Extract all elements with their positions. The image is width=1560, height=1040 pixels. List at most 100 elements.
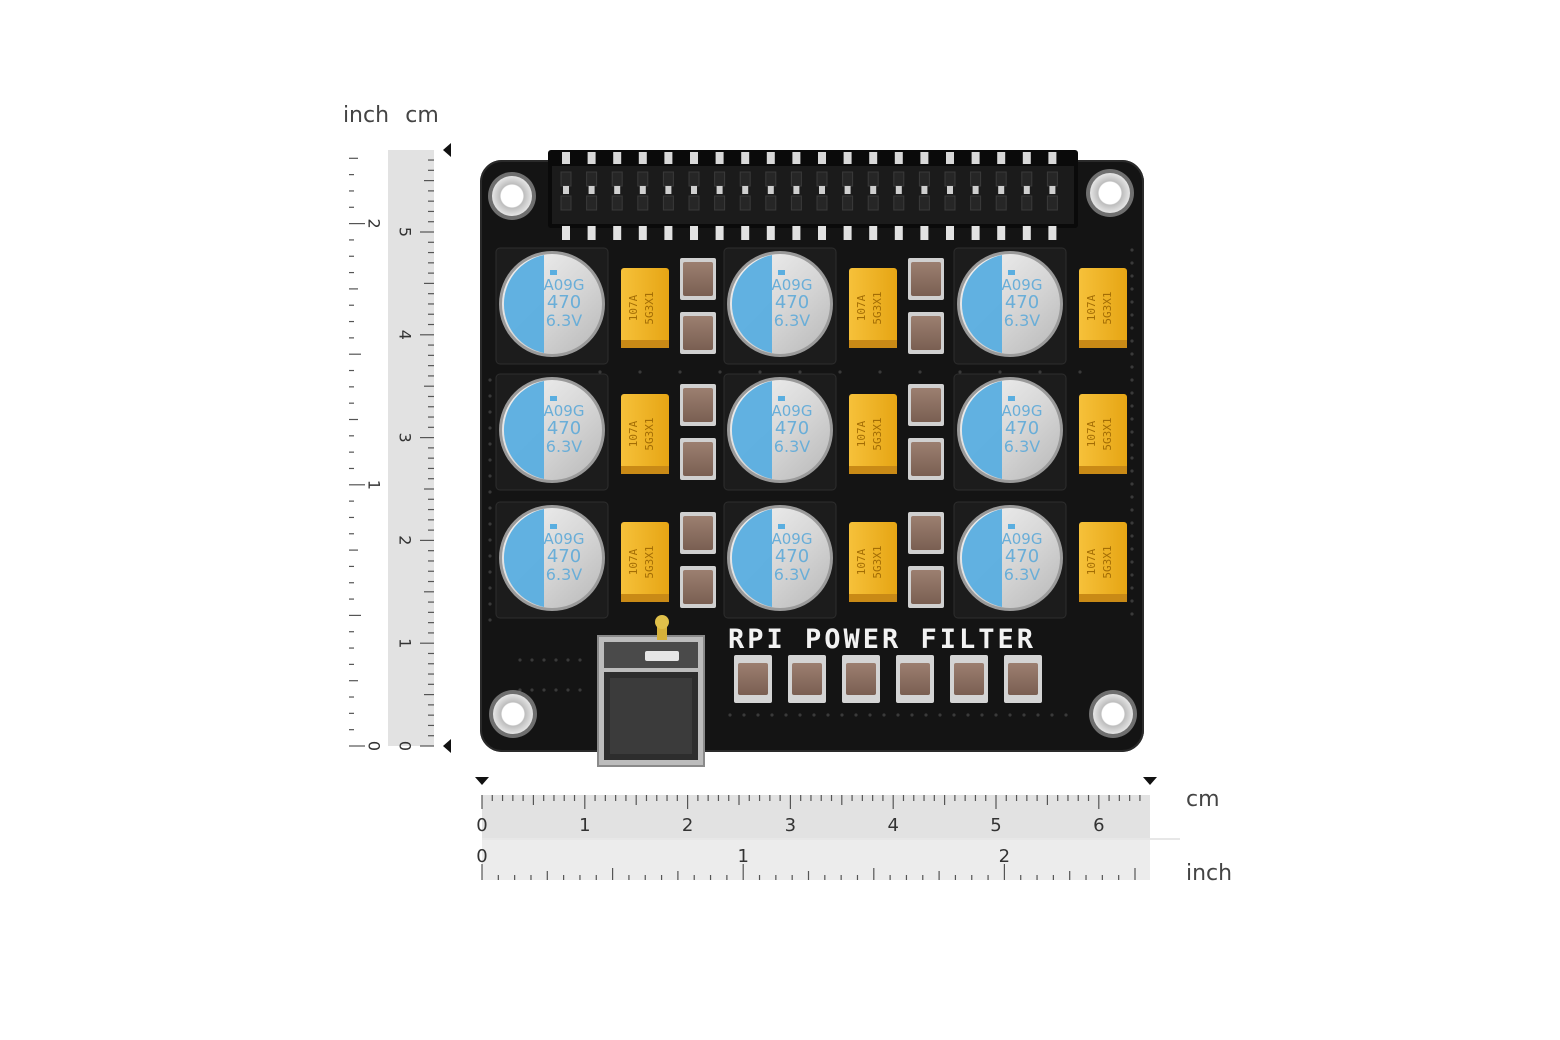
header-pin — [971, 152, 980, 164]
pcb-via — [554, 688, 558, 692]
ceramic-capacitor — [680, 384, 716, 426]
vertical-cm-label: 0 — [396, 741, 415, 751]
pcb-via — [488, 506, 492, 510]
pcb-via — [854, 713, 858, 717]
header-pin — [867, 195, 879, 211]
tantalum-code: 5G3X1 — [1101, 291, 1114, 324]
pcb-via — [554, 658, 558, 662]
capacitor-voltage: 6.3V — [1004, 565, 1040, 584]
vertical-cm-label: 4 — [396, 330, 415, 340]
pcb-via — [488, 618, 492, 622]
capacitor-capacitance: 470 — [1005, 546, 1039, 567]
polarity-mark-icon — [550, 270, 557, 275]
header-pin — [637, 171, 649, 187]
pcb-via — [566, 658, 570, 662]
pcb-via — [598, 370, 602, 374]
horizontal-ruler-cm-unit: cm — [1186, 787, 1220, 812]
capacitor-code: A09G — [772, 276, 813, 294]
header-pin — [662, 171, 674, 187]
horizontal-inch-label: 1 — [737, 846, 748, 867]
header-pin — [998, 186, 1005, 194]
header-pin — [662, 195, 674, 211]
tantalum-code: 107A — [1085, 420, 1098, 447]
header-pin — [638, 226, 647, 240]
tantalum-body — [1079, 522, 1127, 602]
header-pin — [816, 171, 828, 187]
pcb-via — [918, 370, 922, 374]
pcb-via — [1022, 713, 1026, 717]
capacitor-voltage: 6.3V — [774, 311, 810, 330]
pcb-via — [1130, 495, 1134, 499]
pcb-via — [488, 426, 492, 430]
polarity-mark-icon — [778, 524, 785, 529]
vertical-inch-label: 2 — [365, 219, 384, 229]
tantalum-code: 5G3X1 — [871, 417, 884, 450]
vertical-cm-label: 5 — [396, 227, 415, 237]
pcb-via — [1008, 713, 1012, 717]
ceramic-body — [683, 262, 713, 296]
pcb-via — [910, 713, 914, 717]
pcb-via — [1130, 482, 1134, 486]
header-pin — [792, 226, 801, 240]
mounting-hole-bottom-right — [1089, 690, 1137, 738]
pcb-via — [958, 370, 962, 374]
tantalum-stripe — [849, 340, 897, 348]
ceramic-capacitor — [908, 438, 944, 480]
pcb-via — [488, 410, 492, 414]
usb-c-connector — [597, 615, 705, 767]
capacitor-voltage: 6.3V — [774, 437, 810, 456]
header-pin — [714, 195, 726, 211]
ceramic-capacitor — [896, 655, 934, 703]
header-pin — [638, 152, 647, 164]
header-pin — [688, 195, 700, 211]
header-pin — [819, 186, 825, 194]
ceramic-body — [900, 663, 930, 695]
capacitor-code: A09G — [1002, 276, 1043, 294]
pcb-via — [1130, 430, 1134, 434]
horizontal-cm-label: 3 — [785, 815, 796, 836]
ceramic-body — [911, 442, 941, 476]
capacitor-capacitance: 470 — [1005, 292, 1039, 313]
header-pin — [893, 195, 905, 211]
vertical-ruler-top-marker-icon — [443, 143, 451, 157]
header-pin — [970, 195, 982, 211]
header-pin — [818, 226, 826, 240]
gpio-header — [548, 150, 1078, 240]
header-pin — [918, 195, 930, 211]
header-pin — [716, 186, 723, 194]
header-pin — [869, 226, 878, 240]
ceramic-capacitor — [908, 258, 944, 300]
horizontal-cm-label: 0 — [476, 815, 487, 836]
pcb-via — [798, 370, 802, 374]
pcb-via — [488, 586, 492, 590]
ceramic-body — [911, 516, 941, 550]
mounting-hole-bottom-left — [489, 690, 537, 738]
header-pin — [742, 186, 749, 194]
tantalum-code: 107A — [855, 548, 868, 575]
horizontal-inch-label: 2 — [999, 846, 1010, 867]
pcb-via — [1130, 612, 1134, 616]
header-pin — [688, 171, 700, 187]
ceramic-capacitor — [680, 312, 716, 354]
ceramic-body — [846, 663, 876, 695]
pcb-via — [758, 370, 762, 374]
header-pin — [586, 171, 598, 187]
pcb-via — [1130, 378, 1134, 382]
header-pin — [765, 171, 777, 187]
vertical-ruler-cm-unit: cm — [405, 103, 439, 128]
header-pin — [1048, 152, 1057, 164]
header-pin — [972, 186, 979, 194]
pcb-via — [1130, 326, 1134, 330]
pcb-via — [1130, 248, 1134, 252]
polarity-mark-icon — [778, 270, 785, 275]
ceramic-capacitor — [908, 566, 944, 608]
pcb-via — [994, 713, 998, 717]
